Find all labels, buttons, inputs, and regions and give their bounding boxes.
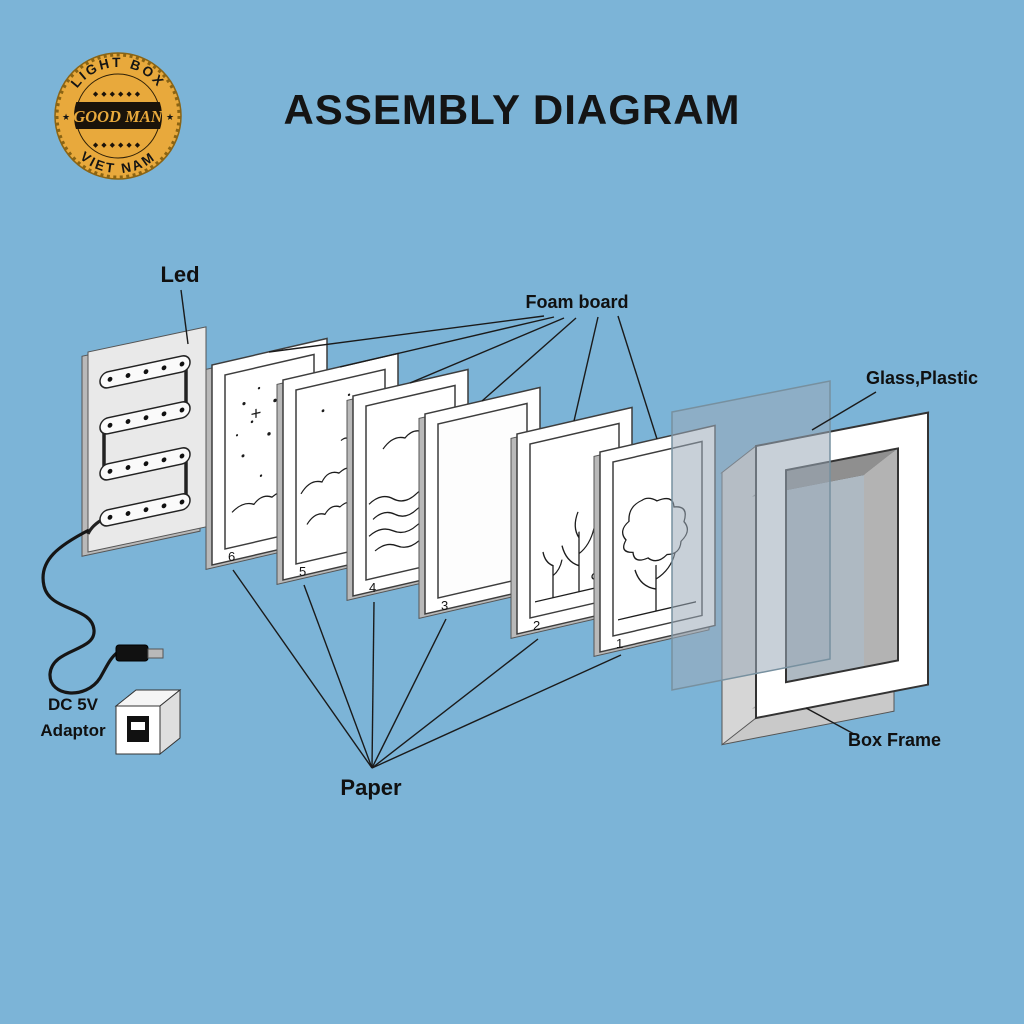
led-leader-line <box>180 289 189 345</box>
badge-serrated-edge <box>55 53 181 179</box>
usb-plug <box>115 644 164 662</box>
label-glass-plastic: Glass,Plastic <box>866 368 978 388</box>
layer-number-5: 5 <box>299 564 306 579</box>
badge-ornament-top: ◆◆◆◆◆◆ <box>93 91 143 98</box>
label-adaptor-line2: Adaptor <box>40 721 106 740</box>
badge-name-band <box>74 102 162 129</box>
layer-number-2: 2 <box>533 618 540 633</box>
power-wire <box>41 528 120 695</box>
glass-sheet <box>671 380 831 691</box>
foam-board-leader-lines <box>268 315 658 440</box>
layer-number-4: 4 <box>369 580 376 595</box>
badge-brand-name: GOOD MAN <box>73 107 163 126</box>
badge-ornament-bottom: ◆◆◆◆◆◆ <box>93 142 143 149</box>
paper-leader-lines <box>232 569 622 769</box>
brand-badge: LIGHT BOX VIET NAM ★ ★ ◆◆◆◆◆◆ ◆◆◆◆◆◆ GOO… <box>54 52 182 180</box>
box-frame-leader-line <box>805 707 855 735</box>
led-strips <box>86 355 191 535</box>
label-paper: Paper <box>340 775 402 800</box>
layer-number-1: 1 <box>616 636 623 651</box>
layer-number-6: 6 <box>228 549 235 564</box>
led-panel <box>81 326 207 557</box>
box-frame-inner-right-wall <box>864 448 898 688</box>
label-led: Led <box>160 262 199 287</box>
glass-leader-line <box>811 391 877 431</box>
label-foam-board: Foam board <box>525 292 628 312</box>
layer-numbers: 6 5 4 3 2 1 <box>228 549 623 651</box>
power-adaptor <box>114 688 182 756</box>
label-adaptor-line1: DC 5V <box>48 695 99 714</box>
layer-number-3: 3 <box>441 598 448 613</box>
label-box-frame: Box Frame <box>848 730 941 750</box>
badge-star-right-icon: ★ <box>166 112 174 122</box>
page-title: ASSEMBLY DIAGRAM <box>283 86 740 133</box>
badge-star-left-icon: ★ <box>62 112 70 122</box>
led-dots <box>107 361 185 520</box>
